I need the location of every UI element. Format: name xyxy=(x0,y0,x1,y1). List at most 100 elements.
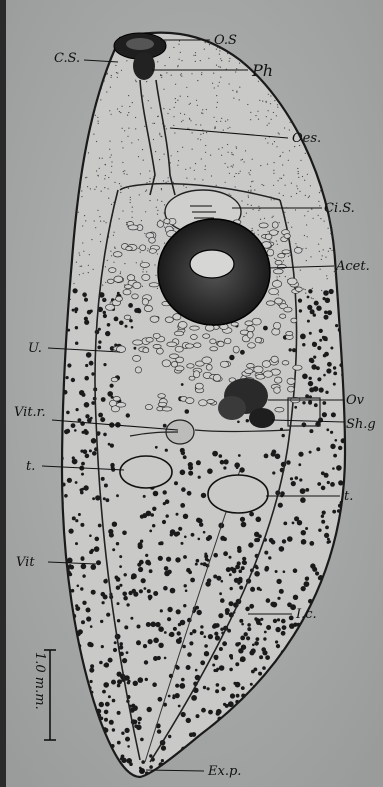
stipple-dot xyxy=(240,171,241,172)
vitelline-follicle xyxy=(283,570,286,573)
excretory-pore xyxy=(139,768,145,774)
stipple-dot xyxy=(115,248,116,249)
uterine-egg xyxy=(127,275,135,281)
vitelline-follicle xyxy=(97,346,101,350)
stipple-dot xyxy=(295,243,296,244)
stipple-dot xyxy=(94,189,95,190)
stipple-dot xyxy=(214,87,215,88)
uterine-egg xyxy=(114,276,123,282)
uterine-egg xyxy=(296,287,303,292)
stipple-dot xyxy=(319,205,320,206)
uterine-egg xyxy=(267,249,274,256)
vitelline-follicle xyxy=(280,491,285,496)
stipple-dot xyxy=(304,235,305,236)
vitelline-follicle xyxy=(133,681,138,686)
vitelline-follicle xyxy=(102,601,105,604)
vitelline-follicle xyxy=(316,447,320,451)
testis-posterior xyxy=(208,475,268,513)
vitelline-follicle xyxy=(305,577,309,581)
stipple-dot xyxy=(255,115,256,116)
stipple-dot xyxy=(258,206,259,207)
vitelline-follicle xyxy=(308,289,312,293)
stipple-dot xyxy=(128,188,129,189)
vitelline-follicle xyxy=(158,626,164,632)
vitelline-follicle xyxy=(241,566,245,570)
stipple-dot xyxy=(104,178,105,179)
label-oes: Oes. xyxy=(292,131,321,146)
vitelline-follicle xyxy=(256,637,260,641)
stipple-dot xyxy=(104,187,105,188)
vitelline-follicle xyxy=(262,650,267,655)
uterine-egg xyxy=(210,347,218,351)
vitelline-follicle xyxy=(330,347,333,350)
stipple-dot xyxy=(104,298,105,299)
stipple-dot xyxy=(197,80,198,81)
stipple-dot xyxy=(236,173,237,174)
vitelline-follicle xyxy=(293,595,298,600)
vitelline-follicle xyxy=(103,595,108,600)
stipple-dot xyxy=(284,212,285,213)
vitelline-follicle xyxy=(323,374,326,377)
vitelline-follicle xyxy=(153,491,159,497)
stipple-dot xyxy=(268,231,269,232)
stipple-dot xyxy=(311,297,312,298)
vitelline-follicle xyxy=(129,762,133,766)
vitelline-follicle xyxy=(145,678,148,681)
stipple-dot xyxy=(121,141,122,142)
vitelline-follicle xyxy=(89,361,94,366)
stipple-dot xyxy=(180,96,181,97)
vitelline-follicle xyxy=(121,755,125,759)
vitelline-follicle xyxy=(298,452,303,457)
shell-gland xyxy=(249,408,275,428)
vitelline-follicle xyxy=(333,366,336,369)
vitelline-follicle xyxy=(236,466,239,469)
stipple-dot xyxy=(227,119,228,120)
stipple-dot xyxy=(325,257,326,258)
stipple-dot xyxy=(111,114,112,115)
vitelline-follicle xyxy=(126,413,130,417)
vitelline-follicle xyxy=(152,524,155,527)
oral-sucker-opening xyxy=(126,38,154,50)
vitelline-follicle xyxy=(275,570,278,573)
stipple-dot xyxy=(144,126,145,127)
vitelline-follicle xyxy=(152,507,156,511)
stipple-dot xyxy=(195,52,196,53)
uterine-egg xyxy=(142,274,150,280)
vitelline-follicle xyxy=(92,497,95,500)
uterine-egg xyxy=(272,222,278,228)
vitelline-follicle xyxy=(237,421,240,424)
stipple-dot xyxy=(276,115,277,116)
vitelline-follicle xyxy=(204,644,208,648)
stipple-dot xyxy=(221,60,222,61)
uterine-egg xyxy=(210,339,216,344)
stipple-dot xyxy=(120,271,121,272)
vitelline-follicle xyxy=(237,548,242,553)
vitelline-follicle xyxy=(180,448,185,453)
stipple-dot xyxy=(191,73,192,74)
stipple-dot xyxy=(229,83,230,84)
vitelline-follicle xyxy=(312,567,317,572)
stipple-dot xyxy=(235,71,236,72)
vitelline-follicle xyxy=(183,604,186,607)
vitelline-follicle xyxy=(102,690,106,694)
vitelline-follicle xyxy=(123,596,128,601)
stipple-dot xyxy=(277,104,278,105)
uterine-egg xyxy=(193,371,199,378)
vitelline-follicle xyxy=(226,567,231,572)
vitelline-follicle xyxy=(178,527,182,531)
vitelline-follicle xyxy=(311,364,316,369)
stipple-dot xyxy=(139,194,140,195)
uterine-egg xyxy=(269,230,278,236)
stipple-dot xyxy=(250,191,251,192)
stipple-dot xyxy=(322,255,323,256)
uterine-egg xyxy=(273,269,283,274)
stipple-dot xyxy=(229,173,230,174)
vitelline-follicle xyxy=(106,498,110,502)
vitelline-follicle xyxy=(196,714,200,718)
stipple-dot xyxy=(192,132,193,133)
stipple-dot xyxy=(276,240,277,241)
vitelline-follicle xyxy=(164,566,169,571)
stipple-dot xyxy=(147,250,148,251)
vitelline-follicle xyxy=(317,482,321,486)
vitelline-follicle xyxy=(119,555,122,558)
